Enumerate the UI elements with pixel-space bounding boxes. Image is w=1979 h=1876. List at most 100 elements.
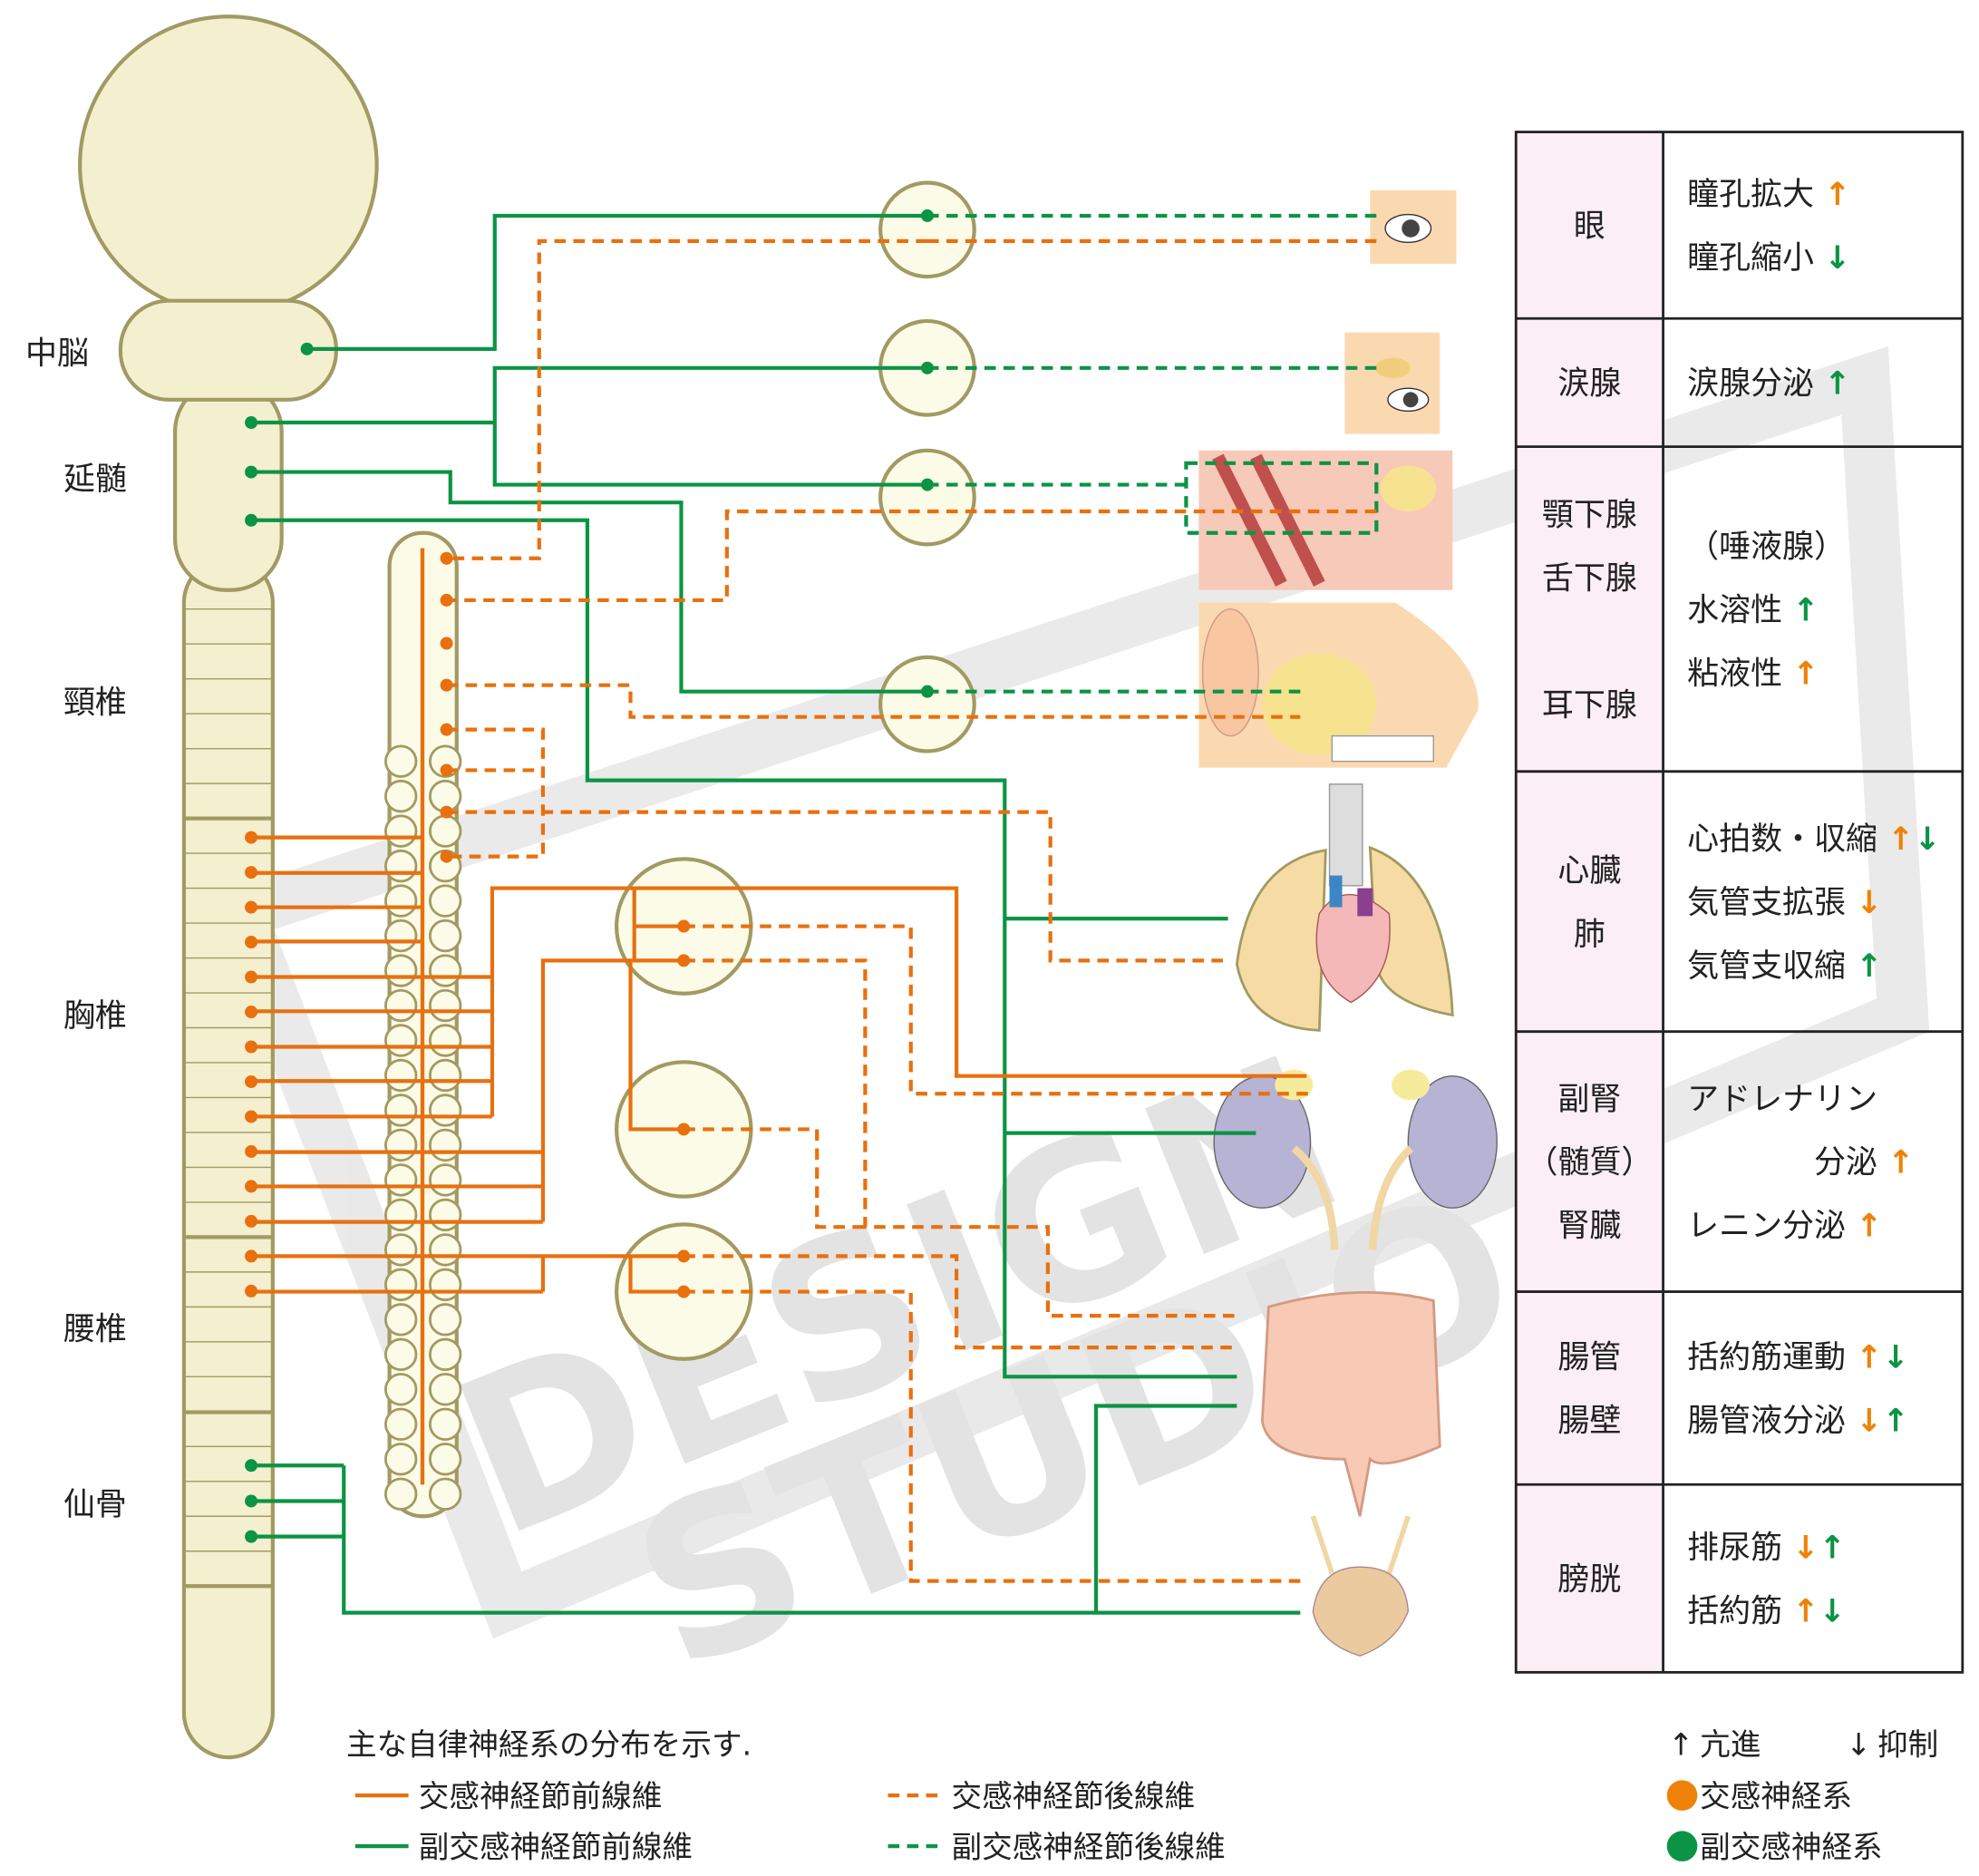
chain-ganglion [384, 1128, 418, 1162]
chain-ganglion [428, 1233, 462, 1267]
synapse-dot [677, 1285, 691, 1298]
effect-label: 括約筋↑↓ [1687, 1593, 1846, 1629]
organ-label: 膀胱 [1557, 1561, 1621, 1598]
salivary-sublingual-illustration [1184, 450, 1453, 590]
synapse-dot [245, 936, 258, 949]
chain-ganglion [384, 779, 418, 813]
synapse-dot [440, 678, 453, 692]
synapse-dot [245, 1180, 258, 1193]
chain-ganglion [384, 954, 418, 987]
up-arrow-icon: ↑ [1883, 1404, 1909, 1440]
legend-down-label: 抑制 [1877, 1726, 1938, 1762]
label-cervical: 頸椎 [63, 685, 127, 721]
organs [1184, 190, 1498, 1657]
down-arrow-icon: ↓ [1856, 1404, 1882, 1440]
chain-ganglion [384, 884, 418, 918]
up-arrow-icon: ↑ [1824, 366, 1850, 403]
legend-sym-system: 交感神経系 [1700, 1779, 1852, 1814]
synapse-dot [677, 954, 691, 967]
down-arrow-icon: ↓ [1792, 1530, 1819, 1566]
up-arrow-icon: ↑ [1819, 1530, 1846, 1566]
legend-sym-post: 交感神経節後線維 [952, 1779, 1196, 1814]
chain-ganglion [384, 1198, 418, 1232]
down-arrow-icon: ↓ [1824, 240, 1850, 277]
effect-label: 心拍数・収縮↑↓ [1687, 821, 1941, 858]
down-arrow-icon: ↓ [1856, 885, 1882, 921]
synapse-dot [245, 1284, 258, 1298]
sympathetic-postganglionic-fibers [446, 238, 1377, 1583]
effect-label: 瞳孔拡大↑ [1687, 177, 1850, 213]
legend-para-post: 副交感神経節後線維 [952, 1830, 1226, 1865]
chain-ganglion [384, 1407, 418, 1441]
effect-label: 腸管液分泌↓↑ [1687, 1404, 1909, 1440]
chain-ganglion [428, 1477, 462, 1511]
legend: 交感神経節前線維 副交感神経節前線維 交感神経節後線維 副交感神経節後線維 ↑ … [354, 1726, 1938, 1865]
synapse-dot [440, 763, 453, 777]
synapse-dot [245, 1110, 258, 1123]
chain-ganglion [428, 1407, 462, 1441]
organ-label: 肺 [1574, 917, 1606, 953]
sympathetic-dot-icon [1666, 1780, 1698, 1811]
chain-ganglion [384, 744, 418, 778]
chain-ganglion [384, 1443, 418, 1476]
effect-label: 瞳孔縮小↓ [1687, 240, 1850, 277]
chain-ganglion [428, 1163, 462, 1197]
synapse-dot [920, 685, 934, 698]
chain-ganglion [428, 919, 462, 953]
up-arrow-icon: ↑ [1887, 1145, 1914, 1181]
up-arrow-icon: ↑ [1856, 1209, 1882, 1245]
chain-ganglion [428, 1337, 462, 1372]
chain-ganglion [384, 1058, 418, 1093]
chain-ganglion [428, 1303, 462, 1337]
label-midbrain: 中脳 [25, 336, 89, 373]
chain-ganglion [428, 1024, 462, 1057]
synapse-dot [440, 850, 453, 863]
organ-label: 副腎 [1557, 1082, 1621, 1118]
synapse-dot [245, 900, 258, 914]
synapse-dot [920, 209, 934, 222]
chain-ganglion [384, 919, 418, 953]
up-arrow-icon: ↑ [1668, 1726, 1693, 1762]
synapse-dot [677, 919, 691, 933]
legend-para-system: 副交感神経系 [1700, 1830, 1882, 1865]
organ-label: 涙腺 [1557, 366, 1621, 403]
synapse-dot [245, 831, 258, 844]
up-arrow-icon: ↑ [1792, 1593, 1819, 1629]
label-medulla: 延髄 [63, 462, 127, 498]
eye-illustration [1370, 190, 1457, 265]
chain-ganglion [384, 1303, 418, 1337]
synapse-dot [245, 1459, 258, 1473]
brain [78, 15, 379, 316]
synapse-dot [245, 513, 258, 527]
effect-label: 気管支収縮↑ [1687, 948, 1882, 985]
synapse-dots [245, 209, 934, 1543]
heart-lung-illustration [1235, 783, 1454, 1032]
kidney-adrenal-illustration [1213, 1069, 1498, 1250]
organ-label: （髄質） [1526, 1145, 1653, 1181]
intestine-illustration [1260, 1290, 1441, 1517]
up-arrow-icon: ↑ [1856, 1340, 1882, 1376]
otic-ganglion [878, 655, 976, 753]
synapse-dot [245, 1249, 258, 1263]
chain-ganglion [428, 814, 462, 848]
down-arrow-icon: ↓ [1819, 1593, 1846, 1629]
effect-label: 粘液性↑ [1687, 656, 1819, 692]
parotid-illustration [1198, 602, 1479, 768]
synapse-dot [245, 1144, 258, 1158]
effect-label: 気管支拡張↓ [1687, 885, 1882, 921]
chain-ganglion [428, 1268, 462, 1302]
caption: 主な自律神経系の分布を示す. [346, 1726, 752, 1762]
chain-ganglion [384, 1024, 418, 1057]
label-thoracic: 胸椎 [63, 998, 127, 1035]
submandibular-ganglion [878, 448, 976, 547]
organ-label: 耳下腺 [1542, 687, 1637, 724]
effect-label: 涙腺分泌↑ [1687, 366, 1850, 403]
effect-label: 水溶性↑ [1687, 592, 1819, 628]
synapse-dot [440, 551, 453, 565]
chain-ganglion [384, 1094, 418, 1127]
synapse-dot [440, 723, 453, 736]
down-arrow-icon: ↓ [1883, 1340, 1909, 1376]
chain-ganglion [428, 1443, 462, 1476]
organ-label: 腸壁 [1557, 1404, 1621, 1440]
